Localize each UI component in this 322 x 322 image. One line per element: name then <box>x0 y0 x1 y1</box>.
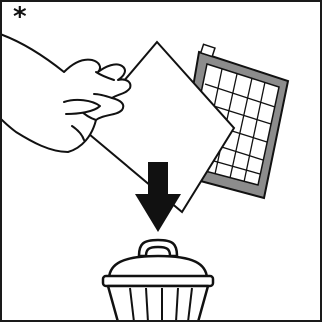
trash-bin-icon <box>103 240 213 320</box>
disposal-illustration <box>2 2 320 320</box>
